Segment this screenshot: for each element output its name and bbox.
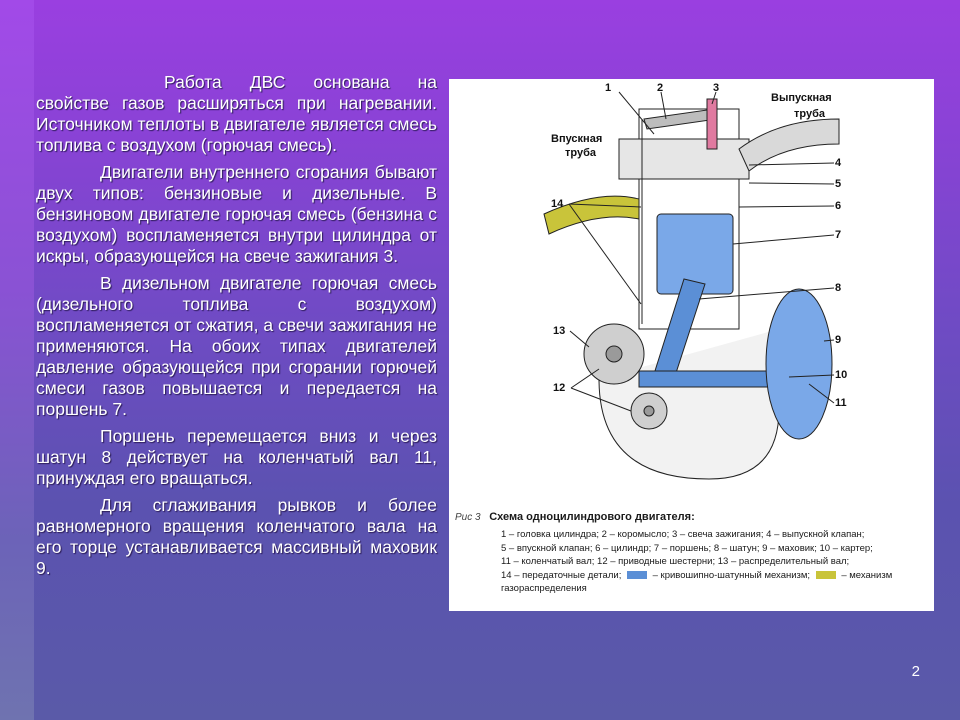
- paragraph-5: Для сглаживания рывков и более равномерн…: [36, 495, 437, 578]
- paragraph-4: Поршень перемещается вниз и через шатун …: [36, 426, 437, 488]
- callout-7: 7: [835, 229, 841, 241]
- legend-line-4: 14 – передаточные детали; – кривошипно-ш…: [501, 570, 931, 584]
- body-text: Работа ДВС основана на свойстве газов ра…: [36, 72, 437, 585]
- page-number: 2: [911, 663, 920, 680]
- callout-13: 13: [553, 325, 565, 337]
- paragraph-1: Работа ДВС основана на свойстве газов ра…: [36, 72, 437, 155]
- callout-2: 2: [657, 82, 663, 94]
- legend-line-1: 1 – головка цилиндра; 2 – коромысло; 3 –…: [501, 529, 865, 540]
- valve-mechanism-swatch: [815, 570, 836, 579]
- inlet-pipe-label-line1: Впускная: [551, 133, 602, 145]
- callout-4: 4: [835, 157, 842, 169]
- callout-14: 14: [551, 198, 564, 210]
- callout-8: 8: [835, 282, 841, 294]
- engine-diagram: 1 2 3 4 5 6 7 8 9 10 11 12 13 14 Впускна…: [543, 82, 847, 480]
- figure-caption: Рис 3 Схема одноцилиндрового двигателя: …: [455, 511, 931, 597]
- figure-number: Рис 3: [455, 512, 481, 523]
- exhaust-pipe-label-line1: Выпускная: [771, 92, 832, 104]
- callout-3: 3: [713, 82, 719, 94]
- figure-title: Схема одноцилиндрового двигателя:: [489, 511, 695, 523]
- callout-6: 6: [835, 200, 841, 212]
- legend-crank-mechanism: – кривошипно-шатунный механизм;: [652, 569, 811, 581]
- engine-diagram-figure: 1 2 3 4 5 6 7 8 9 10 11 12 13 14 Впускна…: [449, 79, 934, 611]
- legend-line-3: 11 – коленчатый вал; 12 – приводные шест…: [501, 556, 850, 567]
- exhaust-pipe-label-line2: труба: [794, 108, 826, 120]
- paragraph-3: В дизельном двигателе горючая смесь (диз…: [36, 273, 437, 419]
- left-decorative-strip: [0, 0, 34, 720]
- callout-12: 12: [553, 382, 565, 394]
- legend-line-5: газораспределения: [501, 583, 587, 594]
- callout-11: 11: [835, 397, 847, 409]
- callout-9: 9: [835, 334, 841, 346]
- callout-1: 1: [605, 82, 611, 94]
- callout-10: 10: [835, 369, 847, 381]
- legend-line-2: 5 – впускной клапан; 6 – цилиндр; 7 – по…: [501, 542, 873, 554]
- legend-valve-mechanism: – механизм: [841, 569, 893, 581]
- figure-legend: 1 – головка цилиндра; 2 – коромысло; 3 –…: [501, 529, 931, 597]
- paragraph-2: Двигатели внутреннего сгорания бывают дв…: [36, 162, 437, 266]
- callout-5: 5: [835, 178, 841, 190]
- inlet-pipe-label-line2: труба: [565, 147, 597, 159]
- legend-transfer-parts: 14 – передаточные детали;: [501, 569, 622, 581]
- crank-mechanism-swatch: [626, 570, 647, 579]
